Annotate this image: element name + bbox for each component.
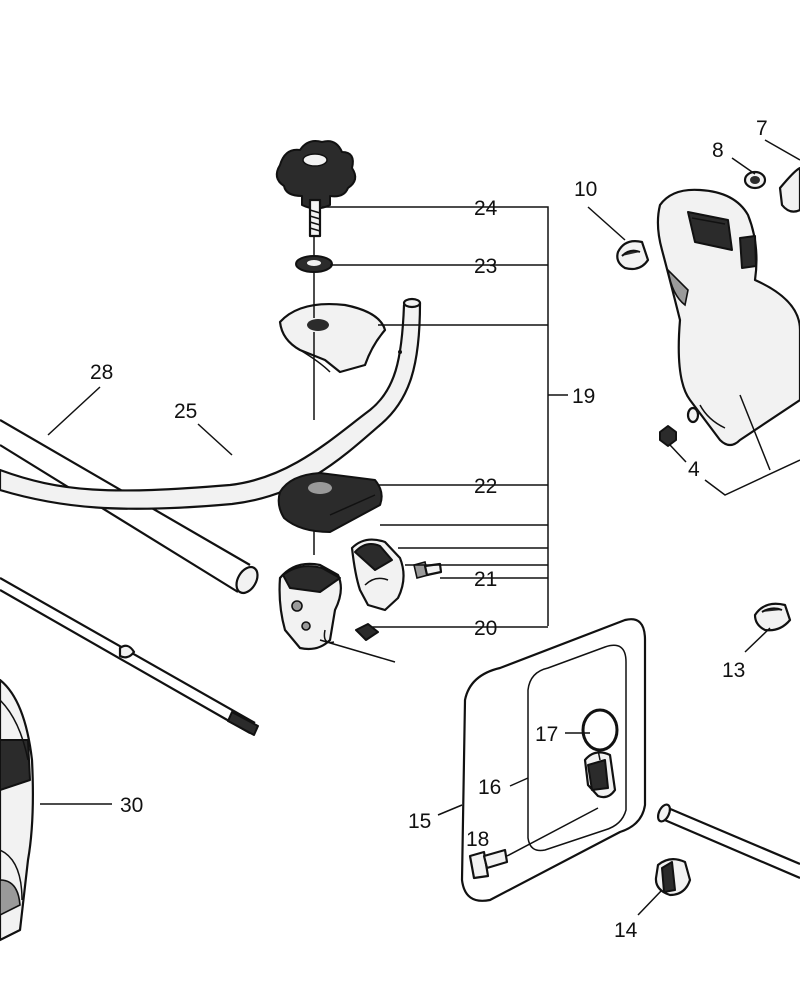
label-4: 4 bbox=[688, 458, 700, 481]
kit-bag-outer bbox=[460, 618, 647, 902]
cable-7 bbox=[778, 166, 800, 213]
bolt-8 bbox=[743, 170, 767, 190]
label-13: 13 bbox=[722, 659, 745, 682]
label-22: 22 bbox=[474, 475, 497, 498]
washer bbox=[295, 255, 333, 273]
bracket bbox=[278, 562, 396, 663]
label-19: 19 bbox=[572, 385, 595, 408]
label-15: 15 bbox=[408, 810, 431, 833]
lower-clamp bbox=[277, 472, 383, 533]
shaft-right bbox=[656, 803, 800, 880]
label-18: 18 bbox=[466, 828, 489, 851]
knob bbox=[275, 140, 357, 238]
label-30: 30 bbox=[120, 794, 143, 817]
label-17: 17 bbox=[535, 723, 558, 746]
label-23: 23 bbox=[474, 255, 497, 278]
switch-10 bbox=[616, 240, 650, 271]
part-labels: 24 23 19 22 21 20 28 25 30 10 8 7 4 13 1… bbox=[90, 117, 768, 942]
label-10: 10 bbox=[574, 178, 597, 201]
label-21: 21 bbox=[474, 568, 497, 591]
square-nut bbox=[355, 623, 379, 641]
leader-lines bbox=[40, 139, 800, 916]
group-bracket-19 bbox=[322, 206, 568, 628]
bolt-21 bbox=[413, 561, 443, 579]
clip-13 bbox=[753, 602, 792, 632]
label-8: 8 bbox=[712, 139, 724, 162]
label-28: 28 bbox=[90, 361, 113, 384]
label-14: 14 bbox=[614, 919, 638, 942]
label-16: 16 bbox=[478, 776, 501, 799]
label-7: 7 bbox=[756, 117, 768, 140]
drive-cable bbox=[0, 577, 259, 736]
clip-14 bbox=[654, 858, 692, 897]
bolt-18 bbox=[468, 807, 599, 880]
upper-clamp bbox=[278, 303, 387, 374]
nut-4 bbox=[659, 425, 677, 447]
label-24: 24 bbox=[474, 197, 498, 220]
label-25: 25 bbox=[174, 400, 197, 423]
harness-30 bbox=[0, 678, 34, 942]
throttle-grip bbox=[656, 188, 800, 471]
label-20: 20 bbox=[474, 617, 497, 640]
handle-bar bbox=[0, 297, 422, 510]
clamp-half bbox=[350, 538, 405, 612]
kit-bag-inner bbox=[527, 644, 627, 852]
ring-17 bbox=[581, 708, 619, 799]
